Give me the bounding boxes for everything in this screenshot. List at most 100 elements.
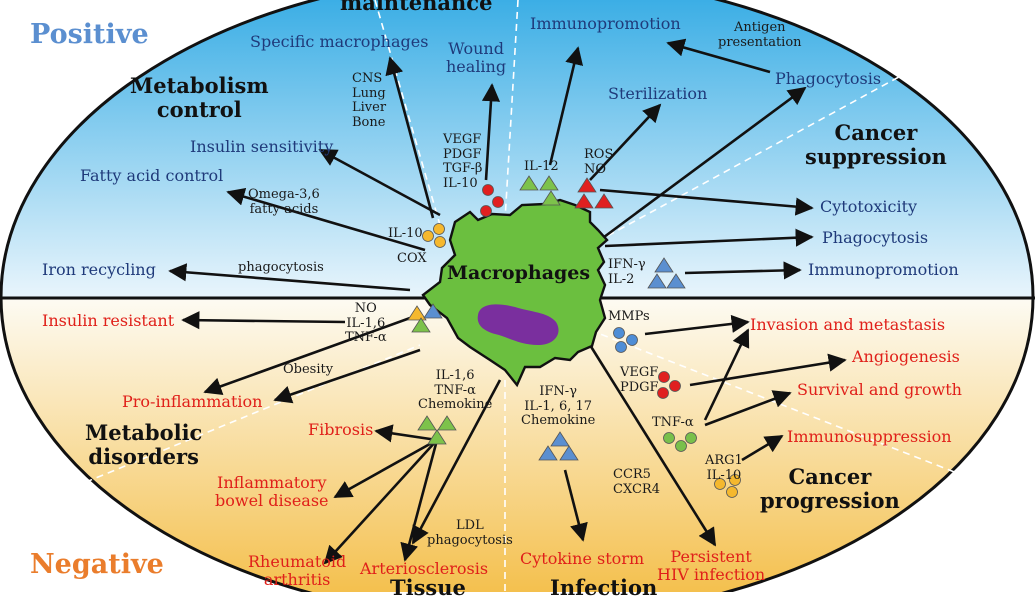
- green-triangle: [519, 175, 539, 191]
- outcome-fatty-acid-control: Fatty acid control: [80, 166, 224, 185]
- red-dot: [657, 387, 669, 399]
- arrow-pro-inflammation-2: [273, 348, 421, 404]
- arrow-antigen: [666, 38, 771, 74]
- green-dot: [663, 432, 675, 444]
- arrow-angiogenesis: [689, 353, 847, 387]
- arrow-immunopromotion-mid: [684, 261, 802, 280]
- arrow-phagocytosis-mid: [604, 228, 814, 248]
- yellow-dot: [729, 474, 741, 486]
- mediator-ifn-il2: IFN-γ IL-2: [608, 257, 646, 287]
- yellow-dot: [434, 236, 446, 248]
- arrow-ibd: [333, 438, 438, 499]
- green-triangle: [427, 429, 447, 445]
- mediator-ros-no: ROS NO: [584, 147, 614, 177]
- red-triangle: [577, 177, 597, 193]
- blue-triangle: [538, 445, 558, 461]
- red-dot: [482, 184, 494, 196]
- outcome-fibrosis: Fibrosis: [308, 420, 374, 439]
- outcome-hiv-infection: Persistent HIV infection: [657, 547, 766, 584]
- yellow-triangle: [407, 305, 427, 321]
- positive-label: Positive: [30, 19, 149, 50]
- mediator-tnf-alpha: TNF-α: [652, 415, 694, 430]
- red-triangle: [594, 193, 614, 209]
- mediator-il10: IL-10: [388, 226, 423, 241]
- red-triangle: [574, 193, 594, 209]
- arrow-hiv: [588, 344, 717, 547]
- category-maintenance: maintenance: [340, 0, 493, 15]
- arrow-wound-healing: [481, 83, 501, 181]
- outcome-insulin-sensitivity: Insulin sensitivity: [190, 137, 334, 156]
- green-triangle: [541, 190, 561, 206]
- outcome-phagocytosis-top: Phagocytosis: [775, 69, 882, 88]
- arrow-pro-inflammation-1: [203, 316, 411, 395]
- blue-triangle: [647, 273, 667, 289]
- blue-triangle: [654, 257, 674, 273]
- arrow-iron-recycling: [168, 263, 411, 292]
- blue-dot: [615, 341, 627, 353]
- yellow-dot: [726, 486, 738, 498]
- green-triangle: [411, 317, 431, 333]
- green-triangle: [539, 175, 559, 191]
- outcome-immunopromotion-mid: Immunopromotion: [808, 260, 959, 279]
- outcome-angiogenesis: Angiogenesis: [852, 347, 960, 366]
- arrow-cytokine-storm: [563, 469, 588, 542]
- mediator-antigen-presentation: Antigen presentation: [718, 20, 802, 50]
- mediator-ldl-phagocytosis: LDL phagocytosis: [427, 518, 513, 548]
- arrow-immunosuppression: [741, 434, 784, 462]
- mediator-il12: IL-12: [524, 159, 559, 174]
- mediator-symbols: [407, 175, 741, 498]
- yellow-dot: [714, 478, 726, 490]
- mediator-vegf-pdgf-tgf-il10: VEGF PDGF TGF-β IL-10: [443, 132, 483, 191]
- arrow-arteriosclerosis-1: [400, 439, 439, 562]
- mediator-mmps: MMPs: [608, 309, 650, 324]
- macrophages-label: Macrophages: [447, 262, 591, 284]
- outcome-immunopromotion-top: Immunopromotion: [530, 14, 681, 33]
- outcome-ibd: Inflammatory bowel disease: [215, 473, 329, 510]
- negative-label: Negative: [30, 549, 164, 580]
- arrow-invasion: [644, 314, 750, 336]
- arrow-immunopromotion-top: [548, 46, 584, 166]
- red-dot: [669, 380, 681, 392]
- green-dot: [675, 440, 687, 452]
- arrow-rheumatoid: [323, 439, 438, 565]
- arrow-survival: [704, 390, 792, 427]
- arrow-tnf-invasion: [703, 328, 750, 421]
- blue-triangle: [423, 303, 443, 319]
- green-triangle: [437, 415, 457, 431]
- outcome-phagocytosis-mid: Phagocytosis: [822, 228, 929, 247]
- outcome-rheumatoid-arthritis: Rheumatoid arthritis: [248, 552, 347, 589]
- outcome-specific-macrophages: Specific macrophages: [250, 32, 429, 51]
- mediator-arg1-il10: ARG1 IL-10: [705, 453, 743, 483]
- cell-nucleus: [477, 304, 559, 345]
- outcome-invasion-metastasis: Invasion and metastasis: [750, 315, 946, 334]
- category-cancer-suppression: Cancer suppression: [805, 120, 947, 169]
- outcome-cytokine-storm: Cytokine storm: [520, 549, 645, 568]
- arrows: [168, 38, 847, 565]
- yellow-dot: [433, 223, 445, 235]
- outcome-cytotoxicity: Cytotoxicity: [820, 197, 918, 216]
- outcome-iron-recycling: Iron recycling: [42, 260, 156, 279]
- outcome-insulin-resistant: Insulin resistant: [42, 311, 175, 330]
- mediator-cox: COX: [397, 251, 427, 266]
- blue-triangle: [550, 431, 570, 447]
- green-triangle: [417, 415, 437, 431]
- mediator-phagocytosis: phagocytosis: [238, 260, 324, 275]
- mediator-ccr5-cxcr4: CCR5 CXCR4: [613, 467, 660, 497]
- arrow-fibrosis: [374, 424, 438, 443]
- red-dot: [492, 196, 504, 208]
- outcome-wound-healing: Wound healing: [446, 39, 507, 76]
- red-dot: [658, 371, 670, 383]
- arrow-specific-macrophages: [385, 56, 435, 219]
- arrow-insulin-resistant: [181, 311, 346, 330]
- mediator-obesity: Obesity: [283, 362, 334, 377]
- yellow-dot: [422, 230, 434, 242]
- outcome-arteriosclerosis: Arteriosclerosis: [360, 559, 489, 578]
- green-dot: [685, 432, 697, 444]
- outcome-pro-inflammation: Pro-inflammation: [122, 392, 263, 411]
- arrow-arteriosclerosis-2: [411, 379, 502, 545]
- mediator-il16-tnf-chemokine: IL-1,6 TNF-α Chemokine: [418, 368, 493, 413]
- mediator-vegf-pdgf: VEGF PDGF: [620, 365, 659, 395]
- category-cancer-progression: Cancer progression: [760, 464, 900, 513]
